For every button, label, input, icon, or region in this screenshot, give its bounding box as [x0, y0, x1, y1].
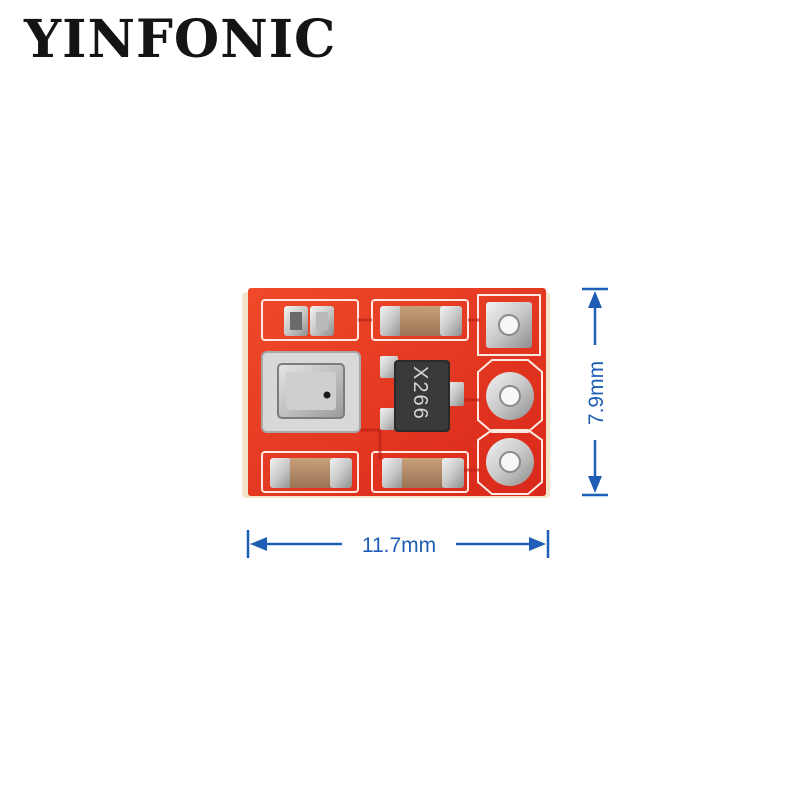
- width-dimension: [246, 530, 550, 558]
- header-pads: [486, 302, 534, 486]
- capacitor-bottom-left: [270, 458, 352, 488]
- width-label: 11.7mm: [362, 534, 436, 557]
- chip-marking: X266: [409, 366, 431, 421]
- resistor-pair: [284, 306, 334, 336]
- height-dimension: [582, 287, 608, 497]
- brand-logo-text: YINFONIC: [24, 9, 337, 70]
- height-label: 7.9mm: [585, 361, 608, 425]
- ic-chip: X266: [380, 356, 464, 432]
- mems-microphone: [261, 351, 361, 433]
- capacitor-top: [380, 306, 462, 336]
- capacitor-bottom-right: [382, 458, 464, 488]
